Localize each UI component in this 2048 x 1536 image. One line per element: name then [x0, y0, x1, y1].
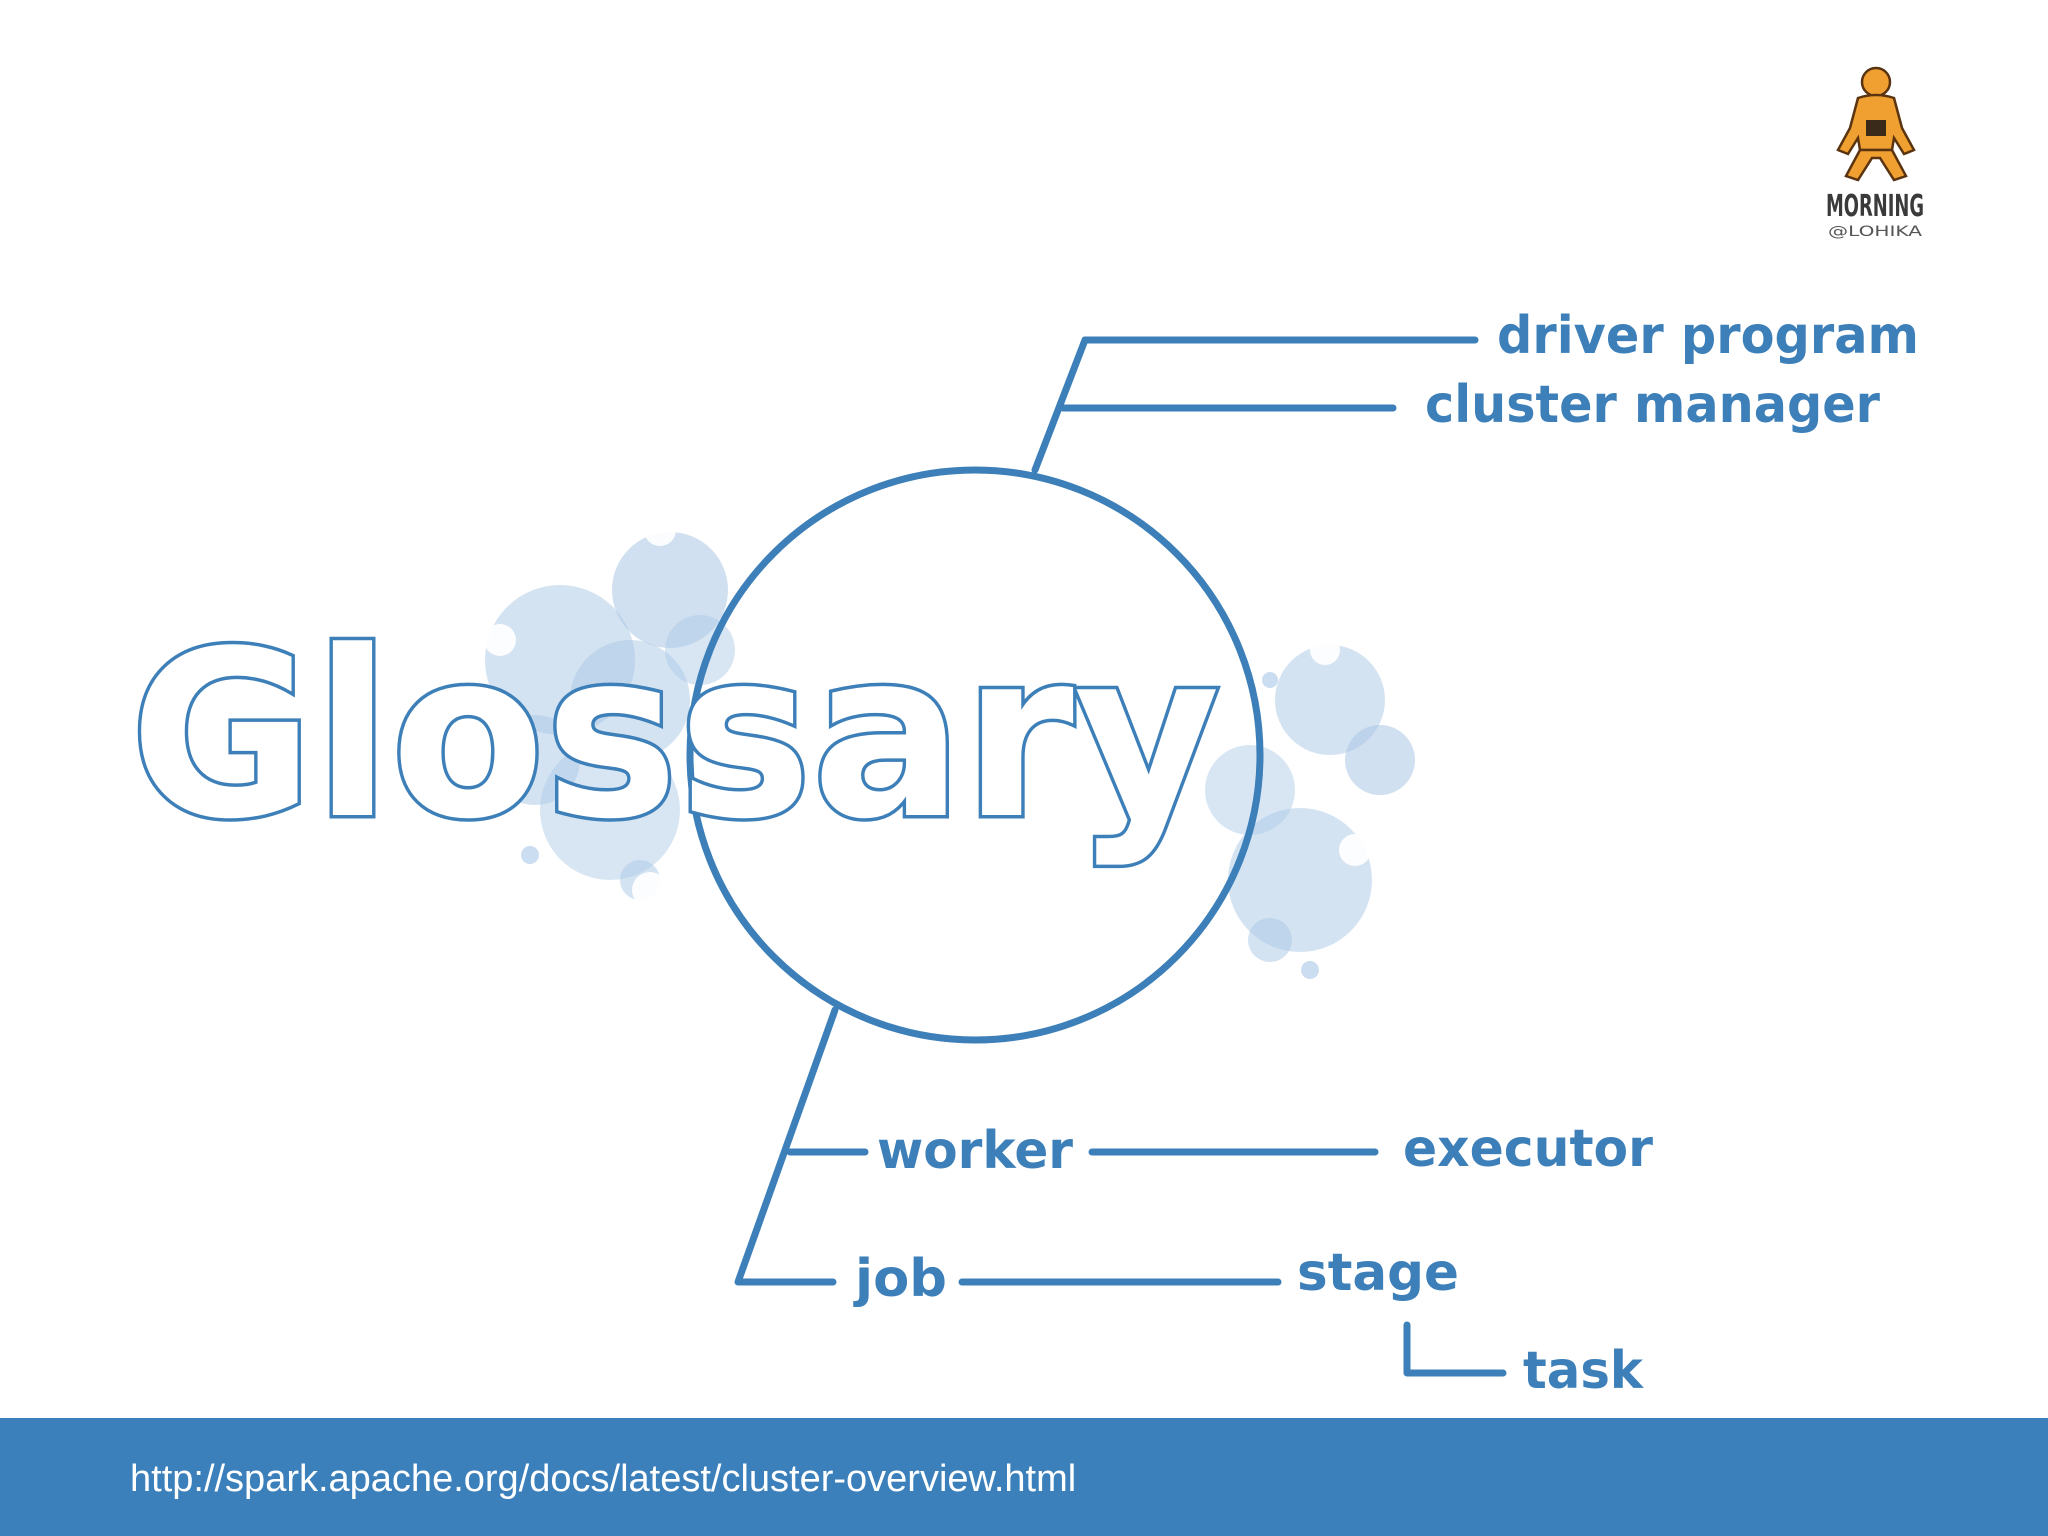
glossary-title: Glossary	[130, 603, 1220, 870]
morning-logo: MORNING @LOHIKA	[1826, 68, 1924, 240]
term-stage: stage	[1297, 1243, 1459, 1303]
logo-name: MORNING	[1826, 189, 1924, 224]
person-squatting-icon	[1838, 68, 1914, 180]
term-executor: executor	[1403, 1119, 1653, 1179]
worker-job-trunk	[738, 1010, 835, 1282]
term-driver-program: driver program	[1497, 306, 1919, 366]
footer-link[interactable]: http://spark.apache.org/docs/latest/clus…	[130, 1458, 1076, 1501]
term-worker: worker	[877, 1121, 1073, 1181]
footer-bar: http://spark.apache.org/docs/latest/clus…	[0, 1418, 2048, 1536]
term-job: job	[853, 1249, 947, 1309]
term-cluster-manager: cluster manager	[1425, 375, 1880, 435]
term-task: task	[1523, 1341, 1644, 1401]
stage-task-connector	[1407, 1325, 1503, 1373]
logo-subtitle: @LOHIKA	[1828, 224, 1923, 240]
